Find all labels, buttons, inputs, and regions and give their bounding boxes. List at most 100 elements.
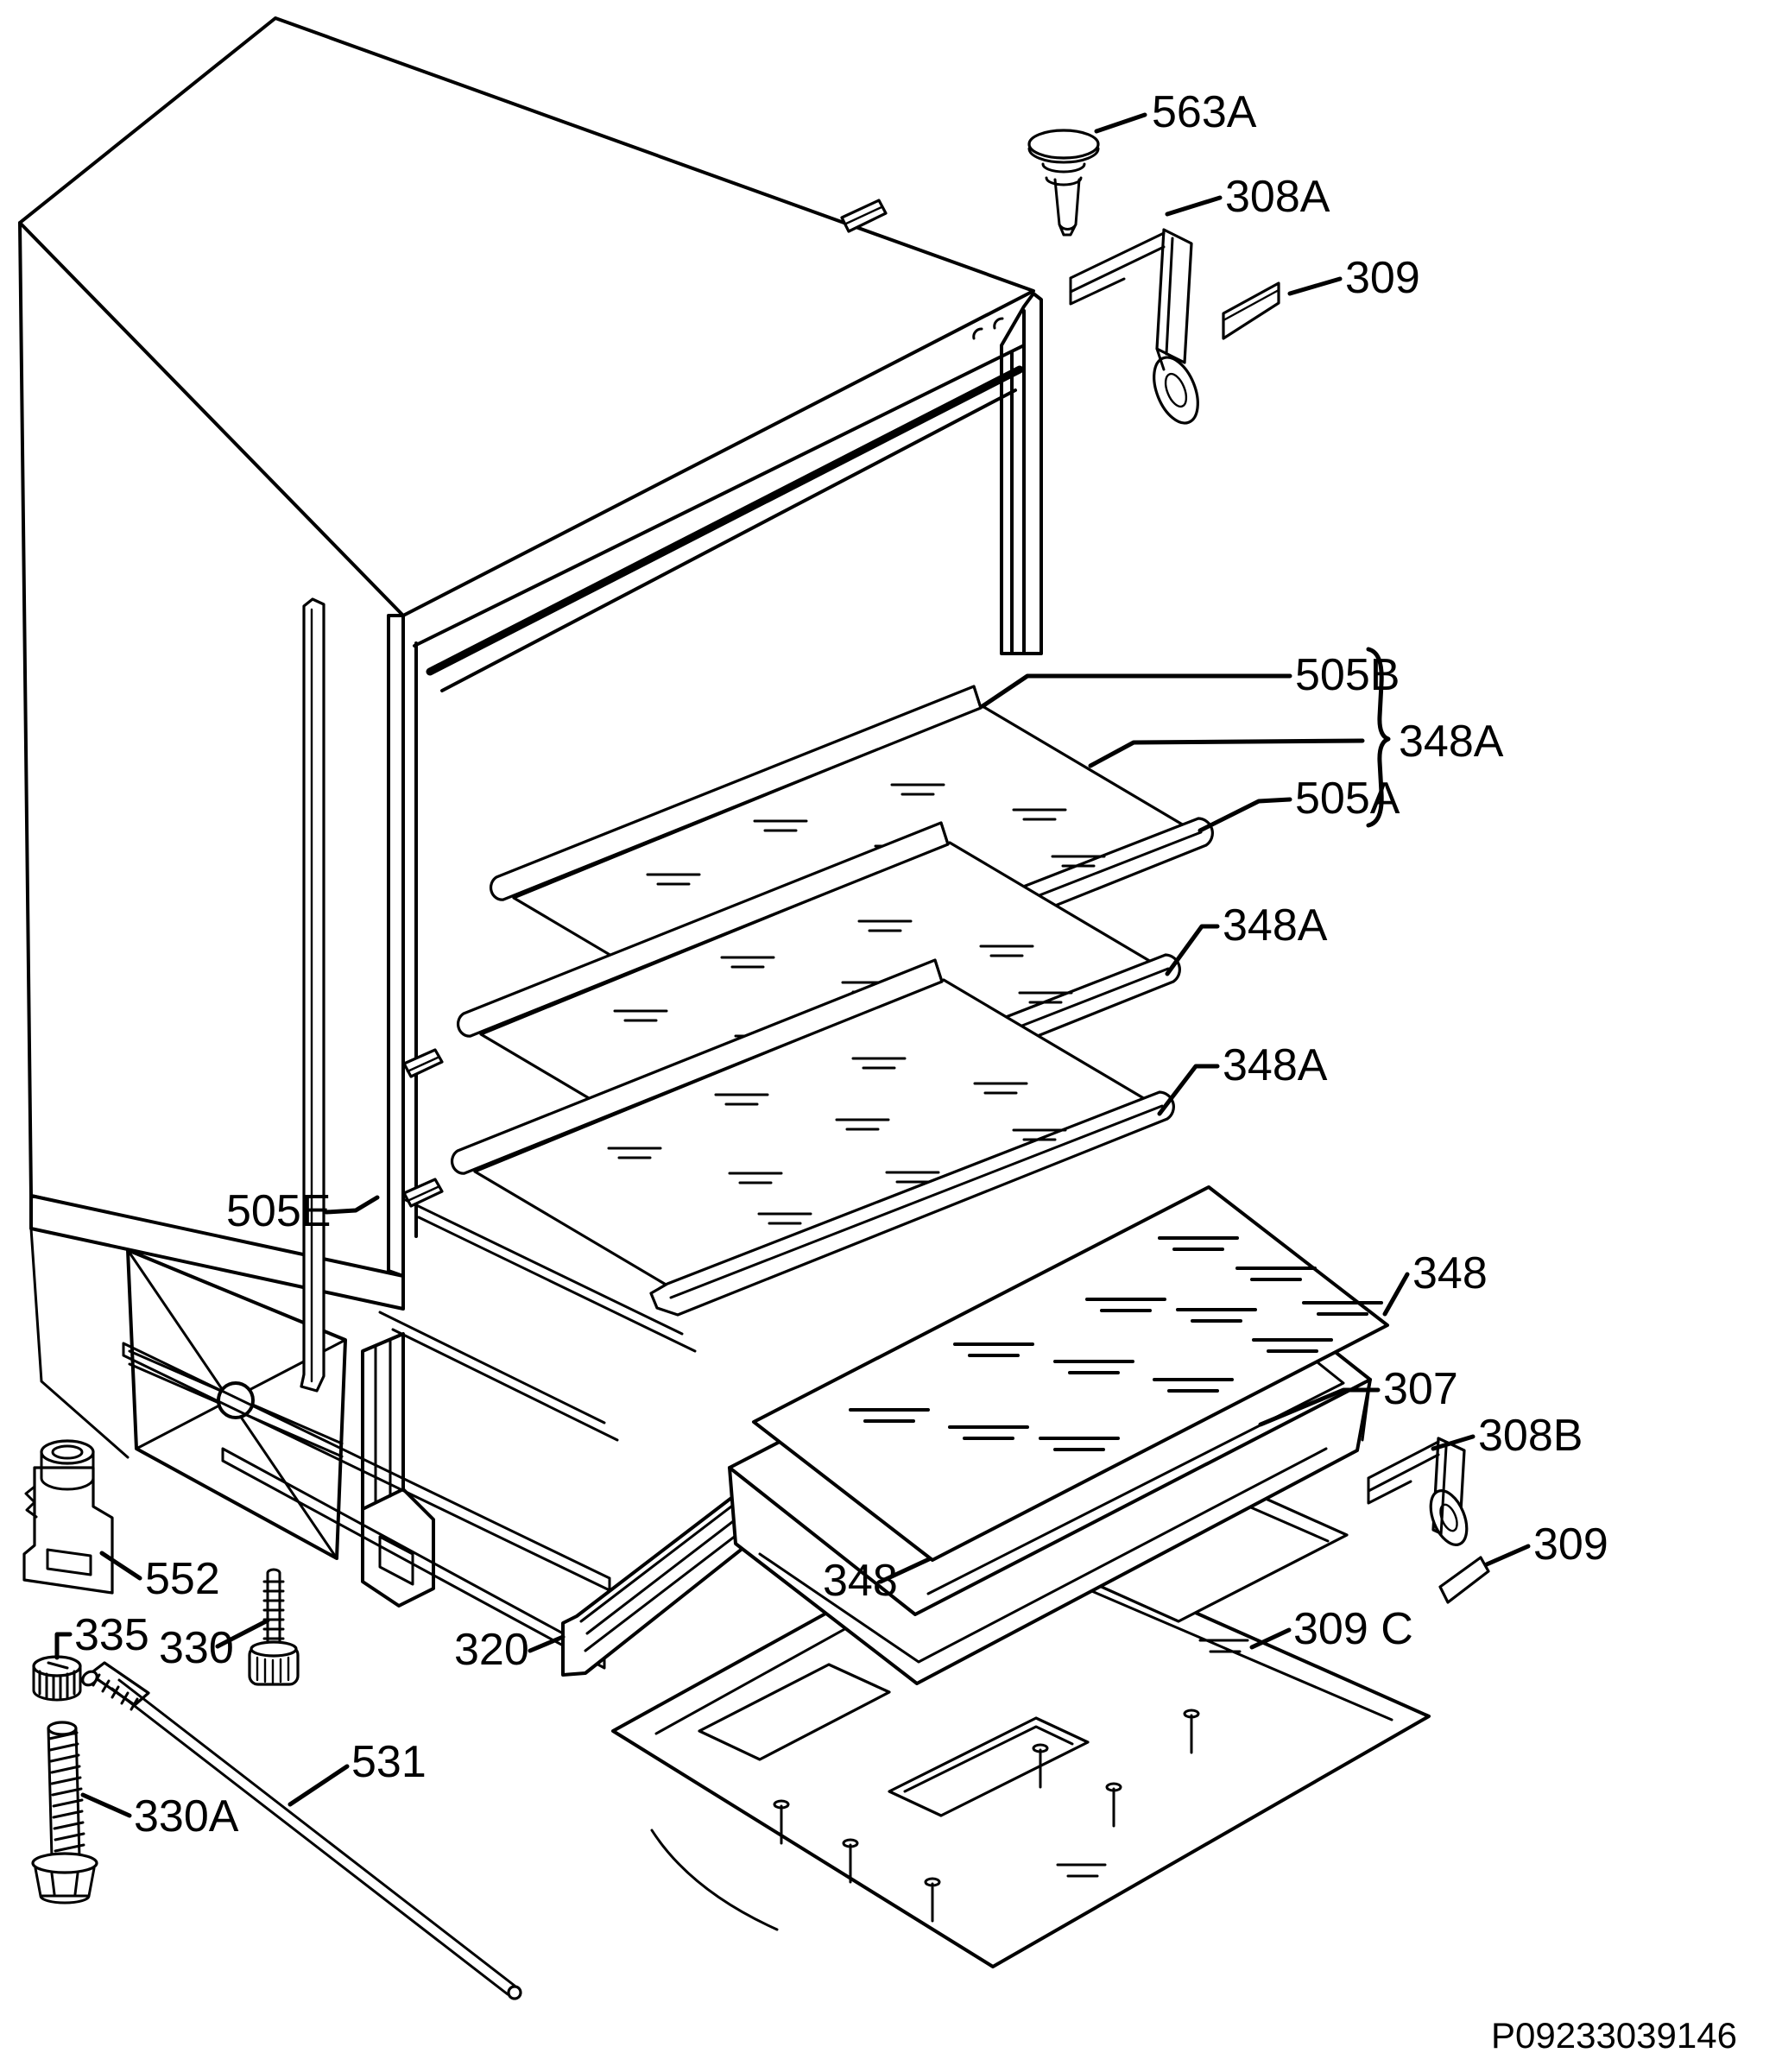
- leader-line: [1249, 1627, 1292, 1650]
- bottom-sill-bars: [122, 1342, 611, 1670]
- leader-line: [54, 1632, 73, 1660]
- callout-552: 552: [99, 1551, 220, 1604]
- callout-309-right: 309: [1484, 1519, 1608, 1570]
- hinge-arm: [1069, 231, 1174, 371]
- part-label: 348A: [1399, 717, 1504, 767]
- rod-worm-section: [88, 1661, 150, 1707]
- rod-end-ball: [507, 1985, 522, 2000]
- part-label: 320: [454, 1625, 529, 1675]
- hinge-disc-inner: [1164, 372, 1188, 408]
- hinge-disc: [1153, 356, 1199, 425]
- plug-body: [1027, 147, 1100, 237]
- leader-line: [1287, 276, 1343, 296]
- glass-shelf-348: [752, 1185, 1389, 1562]
- screw-head-sides: [34, 1867, 96, 1905]
- leader-line: [1258, 1387, 1381, 1427]
- leader-line: [80, 1792, 132, 1818]
- leader-line: [1157, 1064, 1220, 1116]
- callout-348a-group: 348A: [1088, 647, 1504, 828]
- adjuster-gear-335: [32, 1655, 82, 1702]
- support-bracket-552: [22, 1439, 114, 1595]
- part-label: 309 C: [1293, 1604, 1413, 1654]
- part-label: 505A: [1295, 774, 1400, 824]
- leader-line: [99, 1551, 142, 1581]
- callout-505a: 505A: [1197, 774, 1400, 833]
- callout-307: 307: [1258, 1364, 1458, 1427]
- callout-308b: 308B: [1431, 1411, 1583, 1461]
- cover-plate-309-top-edge: [1222, 288, 1280, 322]
- part-label: 552: [145, 1554, 220, 1604]
- leader-line: [324, 1195, 380, 1215]
- leader-line: [288, 1764, 350, 1807]
- part-label: 307: [1383, 1364, 1458, 1414]
- part-label: 309: [1533, 1519, 1608, 1570]
- foot-knurl: [256, 1656, 290, 1684]
- callout-308a: 308A: [1165, 172, 1330, 222]
- callout-348-glass-right: 348: [1382, 1248, 1488, 1317]
- screw-330a: [31, 1721, 98, 1905]
- shelf-support-clips: [402, 199, 888, 1208]
- clip-detail-lines: [406, 205, 883, 1203]
- glass-streaks: [849, 1236, 1383, 1451]
- leader-line: [1165, 195, 1223, 217]
- part-label: 348: [823, 1556, 898, 1606]
- leveling-foot-330: [248, 1568, 300, 1686]
- part-label: 308B: [1478, 1411, 1583, 1461]
- hinge-bracket-308b: [1367, 1437, 1469, 1546]
- x-brace-hub: [217, 1381, 255, 1419]
- leader-line: [1094, 112, 1147, 134]
- part-label: 563A: [1152, 87, 1257, 137]
- interior-slide-rails: [378, 1198, 697, 1442]
- bracket-details: [24, 1444, 95, 1576]
- callout-330: 330: [159, 1618, 270, 1673]
- hinge-arm: [1367, 1440, 1448, 1537]
- frame-screw-marks: [972, 317, 1004, 340]
- foot-stud: [262, 1568, 285, 1646]
- leader-line: [215, 1618, 270, 1649]
- leader-line: [1088, 738, 1365, 768]
- leader-line: [1382, 1272, 1410, 1317]
- base-cover-309c: [611, 1485, 1431, 1968]
- hinge-plate: [1155, 228, 1193, 364]
- leader-line: [1484, 1544, 1531, 1567]
- breather-plug-563a: [1027, 129, 1100, 237]
- callout-330a: 330A: [80, 1791, 239, 1841]
- cover-plate-309-top: [1222, 281, 1280, 340]
- part-label: 348A: [1223, 1040, 1328, 1090]
- callout-335: 335: [54, 1610, 149, 1660]
- group-brace: [1366, 647, 1391, 828]
- callout-348-glass-left: 348: [823, 1556, 932, 1606]
- document-code: P09233039146: [1491, 2015, 1737, 2056]
- door-seal-line: [426, 365, 1024, 676]
- part-label: 330: [159, 1623, 234, 1673]
- bracket-body: [22, 1466, 114, 1595]
- screw-head: [31, 1852, 98, 1874]
- door-trim-strip-505e: [300, 597, 325, 1393]
- foot-knob-top: [250, 1640, 298, 1658]
- callout-320: 320: [454, 1625, 566, 1675]
- leader-line: [980, 673, 1292, 709]
- callout-505b: 505B: [980, 650, 1400, 709]
- part-label: 330A: [134, 1791, 239, 1841]
- gear-body: [32, 1661, 82, 1702]
- callout-505e: 505E: [226, 1186, 380, 1236]
- hinge-bracket-308a: [1069, 228, 1199, 425]
- part-label: 505B: [1295, 650, 1400, 700]
- part-label: 348A: [1223, 900, 1328, 951]
- strip-ribs: [561, 1471, 786, 1652]
- callout-563a: 563A: [1094, 87, 1257, 137]
- connecting-rod-531: [81, 1661, 522, 2000]
- leader-line: [1197, 797, 1292, 833]
- part-label: 308A: [1225, 172, 1330, 222]
- cover-plate-309-bottom: [1438, 1556, 1490, 1604]
- callout-348a-lower: 348A: [1157, 1040, 1328, 1116]
- callout-309c: 309 C: [1249, 1604, 1413, 1654]
- cabinet-housing: [18, 16, 1043, 1670]
- part-label: 348: [1412, 1248, 1488, 1298]
- screw-shank: [47, 1727, 85, 1860]
- callout-309-top: 309: [1287, 253, 1420, 303]
- part-label: 309: [1345, 253, 1420, 303]
- door-frame-lines: [413, 309, 1026, 1238]
